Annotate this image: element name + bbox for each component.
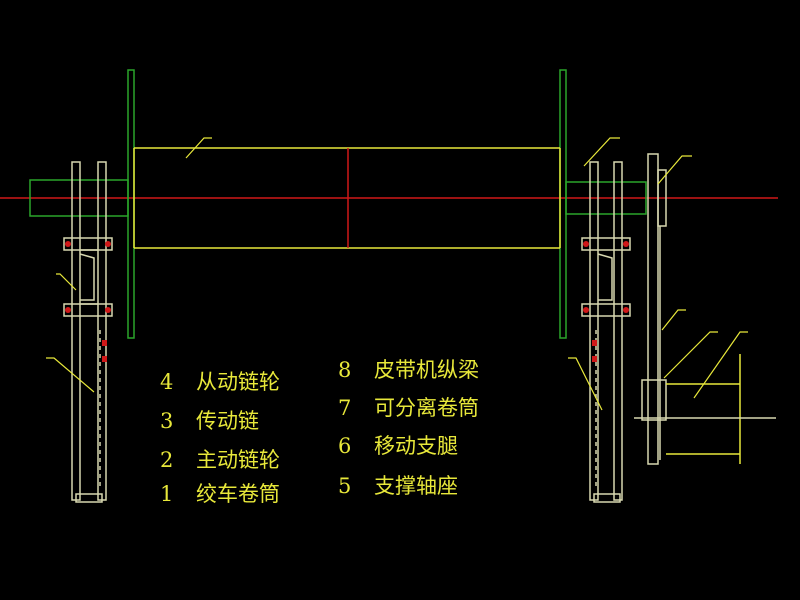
- legend-num: 2: [160, 448, 174, 472]
- drive-sprocket: [641, 379, 667, 421]
- legend-num: 5: [338, 474, 352, 498]
- legend-item-5: 5 支撑轴座: [338, 476, 458, 497]
- legend-num: 8: [338, 358, 352, 382]
- legend-label: 支撑轴座: [374, 474, 458, 498]
- legend-label: 从动链轮: [196, 370, 280, 394]
- leader-lines: [46, 137, 748, 411]
- legend-item-6: 6 移动支腿: [338, 436, 458, 457]
- right-shaft: [565, 181, 647, 215]
- legend-label: 绞车卷筒: [196, 482, 280, 506]
- legend-item-8: 8 皮带机纵梁: [338, 360, 479, 381]
- drive-chain: [647, 153, 667, 465]
- legend-num: 6: [338, 434, 352, 458]
- legend-label: 主动链轮: [196, 448, 280, 472]
- right-bolts: [583, 241, 629, 362]
- legend-num: 4: [160, 370, 174, 394]
- legend-item-4: 4 从动链轮: [160, 372, 280, 393]
- legend-item-3: 3 传动链: [160, 411, 259, 432]
- left-bolts: [65, 241, 111, 362]
- legend-num: 7: [338, 396, 352, 420]
- legend-num: 3: [160, 409, 174, 433]
- legend-label: 传动链: [196, 409, 259, 433]
- drum-flanges: [127, 69, 567, 339]
- right-support-leg: [581, 161, 631, 503]
- legend-item-1: 1 绞车卷筒: [160, 484, 280, 505]
- winch-drum: [133, 147, 561, 249]
- left-shaft: [29, 179, 129, 217]
- legend-item-7: 7 可分离卷筒: [338, 398, 479, 419]
- legend-label: 皮带机纵梁: [374, 358, 479, 382]
- legend-label: 移动支腿: [374, 434, 458, 458]
- separable-drum: [634, 354, 776, 464]
- legend-label: 可分离卷筒: [374, 396, 479, 420]
- left-support-leg: [63, 161, 113, 503]
- legend-num: 1: [160, 482, 174, 506]
- legend-item-2: 2 主动链轮: [160, 450, 280, 471]
